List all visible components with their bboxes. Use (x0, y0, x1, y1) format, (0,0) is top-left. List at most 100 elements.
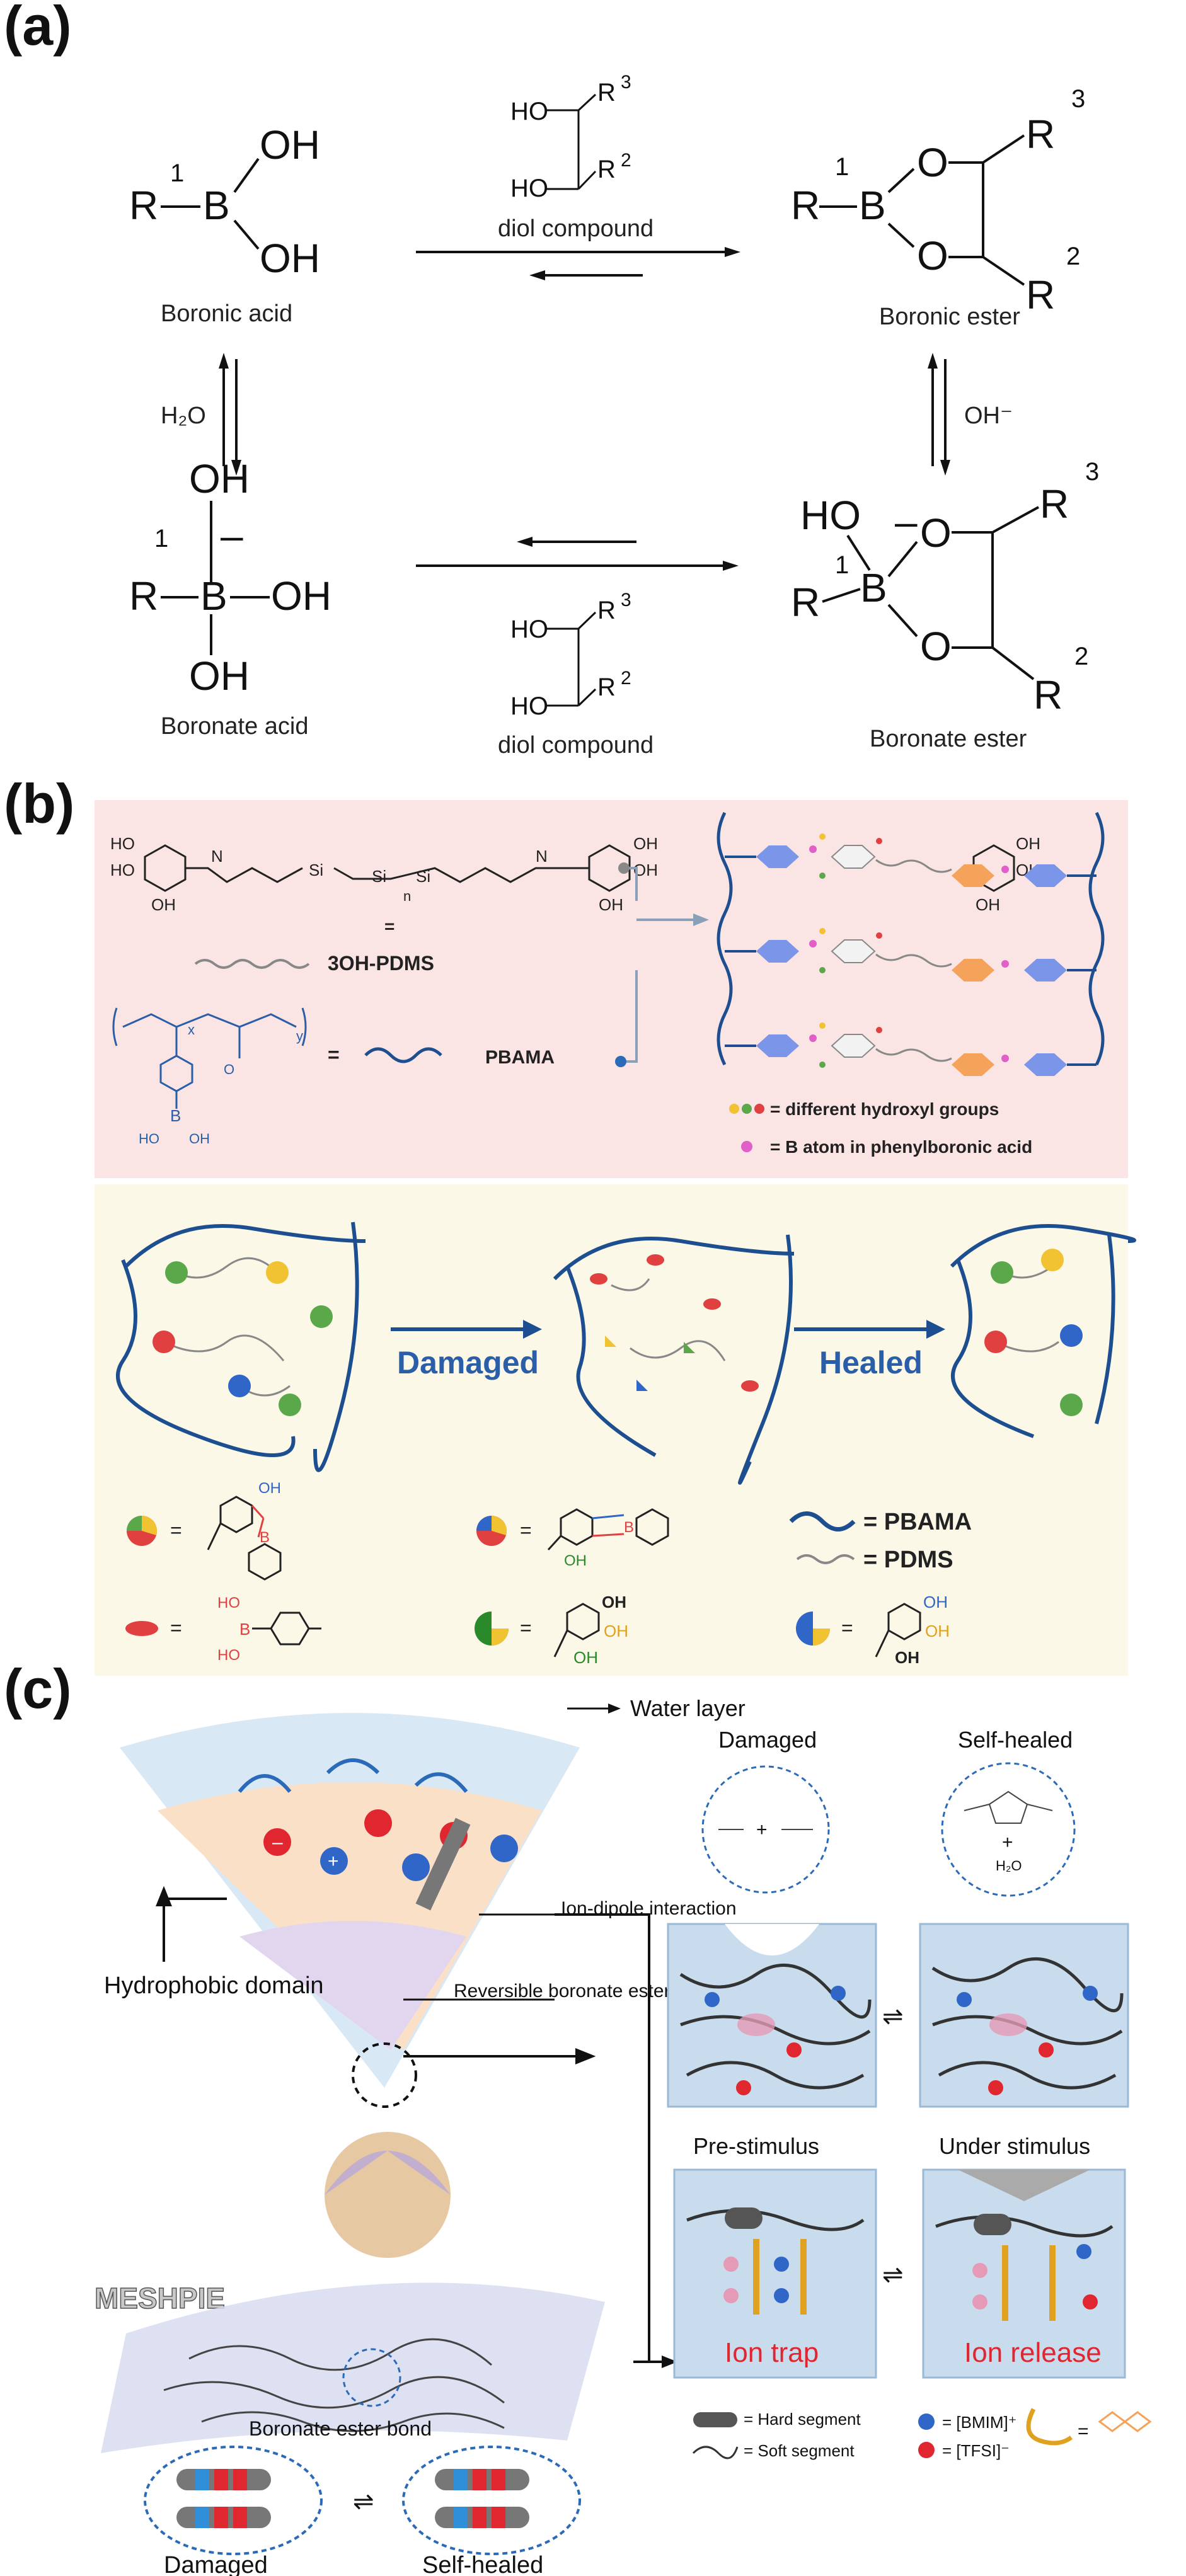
svg-text:2: 2 (621, 150, 631, 171)
diol-bottom-label: diol compound (498, 732, 653, 758)
selfhealed-capsules (435, 2469, 529, 2528)
svg-text:HO: HO (510, 98, 548, 125)
legend-b-3: B (239, 1620, 250, 1639)
svg-text:HO: HO (510, 615, 548, 643)
legend-orange-molecule-icon (1098, 2411, 1152, 2432)
svg-text:HO: HO (510, 175, 548, 202)
stimulus-box-content (686, 2207, 1114, 2321)
arrow-healed (794, 1320, 945, 1339)
svg-text:R: R (597, 673, 616, 701)
svg-text:OH: OH (599, 895, 623, 914)
water-layer-label: Water layer (630, 1697, 746, 1721)
ion-trap-label: Ion trap (725, 2337, 819, 2368)
svg-text:R: R (1033, 672, 1062, 718)
svg-text:3: 3 (621, 590, 631, 610)
damaged-ellipse (144, 2446, 323, 2555)
legend-pdms-label: = PDMS (863, 1547, 953, 1573)
svg-text:OH: OH (260, 236, 320, 281)
svg-text:B: B (200, 573, 227, 619)
dashed-focus-circle (352, 2042, 417, 2108)
svg-text:O: O (920, 624, 952, 669)
svg-text:R: R (791, 580, 820, 625)
panel-b-top-background (95, 800, 1128, 1178)
boronic-acid-label: Boronic acid (161, 301, 292, 327)
svg-text:1: 1 (170, 159, 184, 187)
svg-text:R: R (597, 79, 616, 106)
pbama-x-subscript: x (188, 1022, 195, 1038)
selfhealed-zoom-content (964, 1790, 1053, 1824)
legend-hard-segment-icon (693, 2412, 737, 2427)
selfhealed-label-c-top: Self-healed (958, 1727, 1073, 1753)
svg-text:O: O (920, 510, 952, 556)
legend-tfsi-label: = [TFSI]⁻ (942, 2441, 1010, 2460)
equilibrium-arrow-right (928, 353, 950, 476)
legend-symbol-green-yellow (475, 1611, 509, 1646)
boronic-ester-structure: R 1 B O O R 3 R 2 (791, 85, 1085, 318)
svg-text:R: R (597, 156, 616, 183)
legend-b-atom-label: = B atom in phenylboronic acid (770, 1137, 1032, 1157)
network-box-ions (705, 1986, 1098, 2095)
svg-text:OH: OH (189, 653, 250, 699)
svg-text:2: 2 (1066, 243, 1080, 270)
legend-soft-segment-label: = Soft segment (744, 2441, 855, 2460)
diol-top-label: diol compound (498, 215, 653, 242)
diol-bottom-structure: HO R 3 HO R 2 (510, 590, 631, 720)
legend-oh-4b: OH (604, 1622, 628, 1640)
svg-text:Si: Si (372, 867, 386, 886)
legend-equals-c: = (1078, 2421, 1089, 2442)
ion-pairs-fan: – + (263, 1809, 518, 1881)
legend-b-2: B (624, 1519, 634, 1536)
boronic-ester-label: Boronic ester (879, 304, 1020, 330)
panel-label-b: (b) (4, 772, 75, 835)
legend-equals-3: = (170, 1617, 182, 1639)
network-healed (950, 1224, 1136, 1438)
damaged-zoom-plus: + (756, 1819, 768, 1840)
svg-text:OH: OH (271, 573, 331, 619)
equilibrium-symbol-bottom: ⇌ (353, 2488, 374, 2516)
svg-text:n: n (403, 888, 411, 904)
legend-structure-1 (207, 1496, 282, 1581)
boronate-ester-structure: HO 1 R B – O O R 3 R 2 (791, 458, 1099, 718)
network-damaged (553, 1234, 795, 1485)
structure-pbama-equals: = (328, 1043, 340, 1066)
svg-text:1: 1 (154, 525, 168, 552)
pbama-y-subscript: y (296, 1028, 303, 1044)
damaged-label-c-left: Damaged (164, 2552, 268, 2576)
equilibrium-arrow-left (219, 353, 241, 476)
selfhealed-zoom-h2o: H₂O (996, 1858, 1022, 1874)
legend-tfsi-icon (918, 2442, 935, 2458)
svg-text:B: B (860, 565, 887, 610)
pre-stimulus-label: Pre-stimulus (693, 2133, 819, 2159)
reversible-arrow (403, 1913, 668, 2363)
ion-release-label: Ion release (964, 2337, 1102, 2368)
svg-text:OH: OH (1016, 834, 1040, 853)
boronate-ester-label: Boronate ester (870, 726, 1027, 752)
legend-symbol-blue-red (476, 1516, 507, 1546)
damaged-label-c-top: Damaged (718, 1727, 817, 1753)
svg-text:O: O (917, 233, 948, 278)
hydrophobic-label: Hydrophobic domain (104, 1972, 324, 1999)
svg-text:N: N (536, 847, 548, 866)
boronic-acid-structure: R B 1 OH OH (129, 122, 320, 281)
legend-hard-segment-label: = Hard segment (744, 2410, 861, 2429)
hydroxide-label: OH⁻ (964, 403, 1013, 429)
water-molecule-arrows (238, 1758, 468, 1793)
under-stimulus-label: Under stimulus (939, 2133, 1090, 2159)
legend-bmim-label: = [BMIM]⁺ (942, 2413, 1016, 2432)
legend-soft-segment-icon (692, 2446, 739, 2459)
svg-text:2: 2 (1074, 643, 1088, 670)
legend-equals-1: = (170, 1519, 182, 1542)
legend-symbol-blue-yellow (796, 1611, 830, 1646)
hydrophobic-pointer (156, 1886, 227, 1962)
selfhealed-box (919, 1923, 1129, 2108)
selfhealed-label-c-left: Self-healed (422, 2552, 543, 2576)
legend-structure-5 (875, 1603, 921, 1657)
svg-text:OH: OH (260, 122, 320, 168)
damaged-capsules (176, 2469, 271, 2528)
svg-text:1: 1 (835, 551, 849, 579)
svg-text:OH: OH (976, 895, 1000, 914)
boronate-acid-label: Boronate acid (161, 713, 309, 740)
legend-oh-1: OH (258, 1480, 281, 1497)
svg-text:N: N (211, 847, 223, 866)
svg-text:2: 2 (621, 668, 631, 689)
